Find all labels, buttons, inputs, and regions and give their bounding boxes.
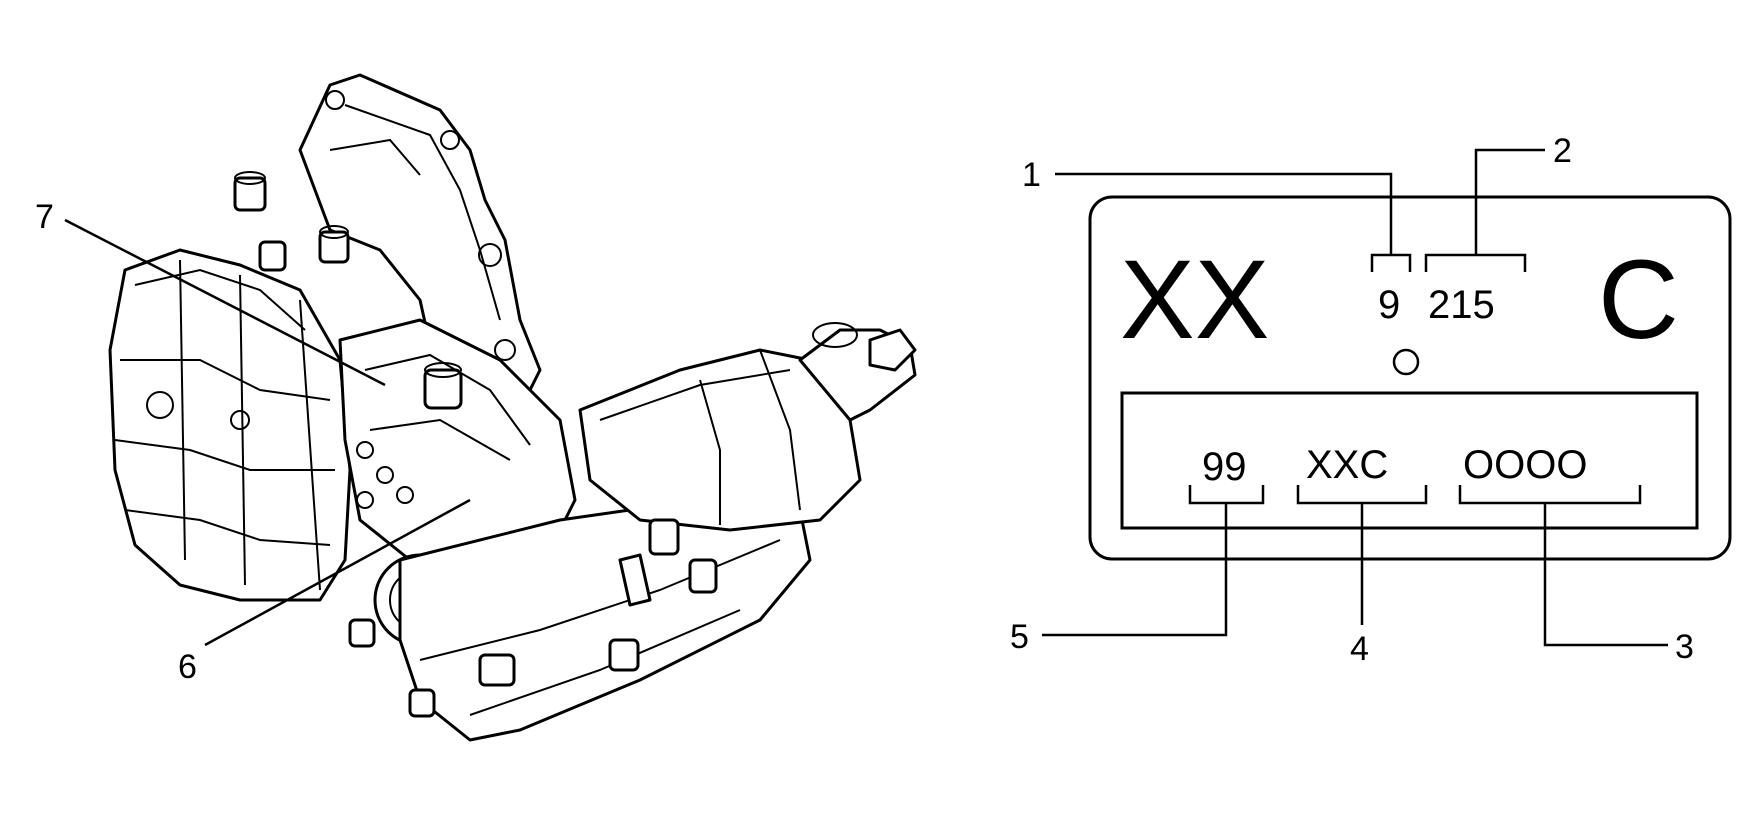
tag-digit-single: 9: [1378, 283, 1400, 327]
tag-digit-triple: 215: [1428, 283, 1495, 327]
callout-3: 3: [1543, 503, 1694, 666]
identification-tag: XX C 9 215 99 XXC OOOO: [1088, 195, 1732, 561]
callout-5: 5: [1010, 503, 1228, 656]
callout-6: 6: [178, 498, 471, 686]
tag-right-code: C: [1598, 237, 1679, 362]
tag-field-model-year: 99: [1202, 445, 1247, 489]
transmission-illustration: [108, 73, 917, 742]
callout-1-label: 1: [1022, 156, 1041, 194]
transmission-case-front: [108, 248, 352, 602]
callout-6-label: 6: [178, 648, 197, 686]
tag-left-code: XX: [1120, 237, 1269, 362]
bracket-serial: [1458, 485, 1642, 505]
callout-4: 4: [1350, 503, 1369, 668]
callout-2: 2: [1474, 132, 1572, 255]
extension-housing: [578, 348, 862, 532]
callout-3-label: 3: [1675, 628, 1694, 666]
tag-lower-field: [1120, 391, 1699, 530]
tag-field-serial: OOOO: [1463, 443, 1587, 487]
callout-4-label: 4: [1350, 630, 1369, 668]
tag-field-model-code: XXC: [1306, 443, 1388, 487]
callout-1: 1: [1022, 156, 1393, 255]
callout-7-label: 7: [35, 198, 54, 236]
callout-7: 7: [35, 198, 386, 387]
callout-2-label: 2: [1553, 132, 1572, 170]
callout-5-label: 5: [1010, 618, 1029, 656]
fittings: [233, 171, 718, 718]
tag-rivet-hole: [1392, 348, 1420, 376]
